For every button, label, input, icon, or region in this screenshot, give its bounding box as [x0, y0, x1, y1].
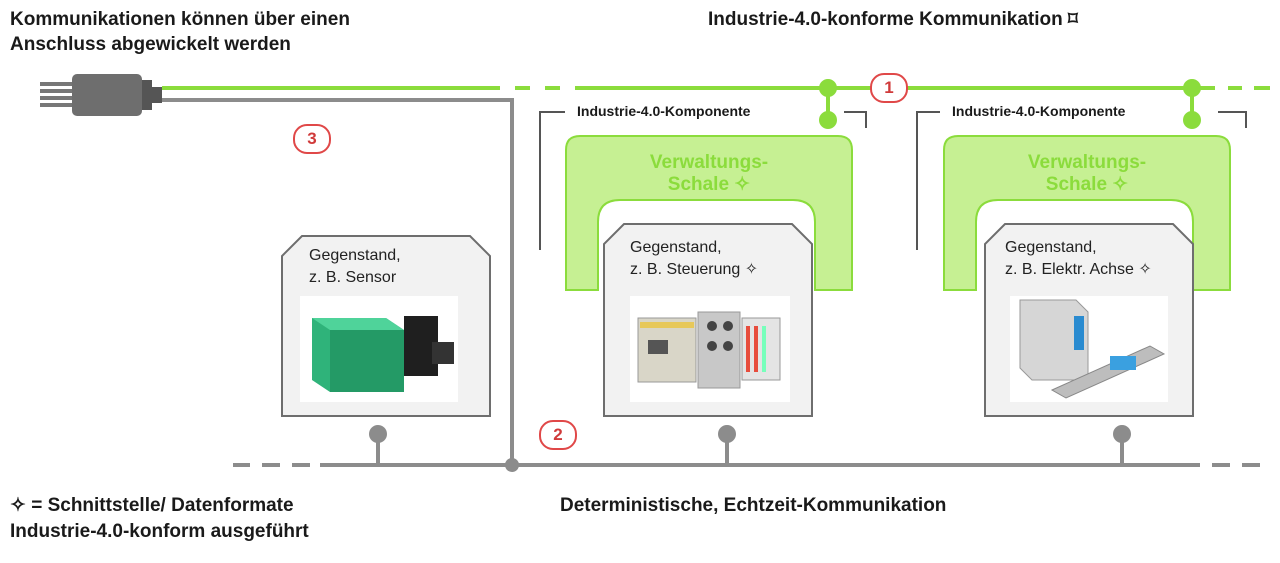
header-left-line2: Anschluss abgewickelt werden — [10, 34, 291, 55]
shell-2-line1: Verwaltungs- — [1027, 152, 1147, 173]
achse-device-image — [1010, 296, 1168, 402]
shell-label-1: Verwaltungs- Schale ✧ — [596, 152, 822, 196]
marker-1: 1 — [870, 73, 908, 103]
header-right-title: Industrie-4.0-konforme Kommunikation ⌑ — [708, 9, 1078, 30]
sensor-line2: z. B. Sensor — [309, 269, 397, 286]
marker-3: 3 — [293, 124, 331, 154]
legend-line1: ✧ = Schnittstelle/ Datenformate — [10, 495, 294, 516]
achse-line2: z. B. Elektr. Achse ✧ — [1005, 261, 1152, 278]
component-bracket-2 — [916, 111, 1247, 250]
shell-1-line1: Verwaltungs- — [649, 152, 769, 173]
component-label-2: Industrie-4.0-Komponente — [948, 103, 1130, 119]
shell-1-line2: Schale ✧ — [667, 174, 751, 195]
bus-taps — [369, 425, 1131, 465]
steuerung-device-image — [630, 296, 790, 402]
admin-shell-2 — [943, 135, 1231, 291]
plug-icon — [40, 74, 162, 116]
shell-taps — [819, 79, 1201, 129]
sensor-line1: Gegenstand, — [309, 247, 401, 264]
marker-2: 2 — [539, 420, 577, 450]
steuerung-object-label: Gegenstand, z. B. Steuerung ✧ — [630, 237, 758, 281]
shell-label-2: Verwaltungs- Schale ✧ — [974, 152, 1200, 196]
steuerung-line1: Gegenstand, — [630, 239, 722, 256]
achse-object-label: Gegenstand, z. B. Elektr. Achse ✧ — [1005, 237, 1152, 281]
header-left-line1: Kommunikationen können über einen — [10, 9, 350, 30]
bus-label: Deterministische, Echtzeit-Kommunikation — [560, 495, 947, 516]
sensor-device-image — [300, 296, 458, 402]
steuerung-line2: z. B. Steuerung ✧ — [630, 261, 759, 278]
achse-line1: Gegenstand, — [1005, 239, 1097, 256]
admin-shell-1 — [565, 135, 853, 291]
sensor-object-label: Gegenstand, z. B. Sensor — [309, 245, 401, 289]
component-bracket-1 — [539, 111, 867, 250]
legend-line2: Industrie-4.0-konform ausgeführt — [10, 521, 309, 542]
shell-2-line2: Schale ✧ — [1045, 174, 1129, 195]
component-label-1: Industrie-4.0-Komponente — [573, 103, 755, 119]
